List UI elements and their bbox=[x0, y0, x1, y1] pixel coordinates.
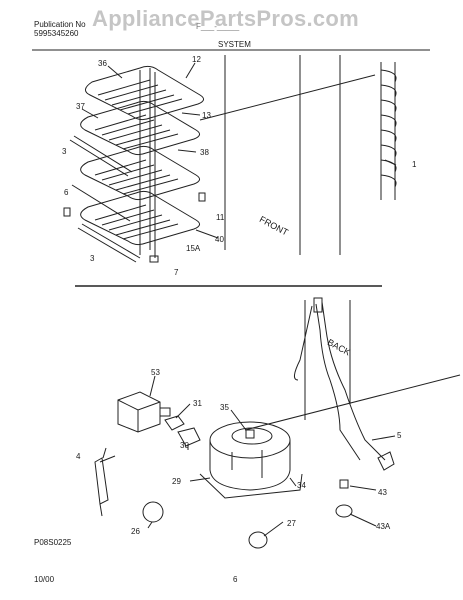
callout-37: 37 bbox=[76, 102, 85, 111]
callout-6: 6 bbox=[64, 188, 69, 197]
callout-3-upper: 3 bbox=[62, 147, 67, 156]
footer-date: 10/00 bbox=[34, 575, 55, 584]
callout-30: 30 bbox=[180, 441, 189, 450]
callout-31: 31 bbox=[193, 399, 202, 408]
callout-40: 40 bbox=[215, 235, 224, 244]
callout-1: 1 bbox=[412, 160, 417, 169]
compressor bbox=[199, 421, 303, 499]
callout-27: 27 bbox=[287, 519, 296, 528]
callout-4: 4 bbox=[76, 452, 81, 461]
callout-43a: 43A bbox=[376, 522, 391, 531]
callout-13: 13 bbox=[202, 111, 211, 120]
callout-12: 12 bbox=[192, 55, 201, 64]
callout-15a: 15A bbox=[186, 244, 201, 253]
callout-3-lower: 3 bbox=[90, 254, 95, 263]
watermark: AppliancePartsPros.com bbox=[92, 6, 360, 31]
callout-36: 36 bbox=[98, 59, 107, 68]
callout-35: 35 bbox=[220, 403, 229, 412]
page-number: 6 bbox=[233, 575, 238, 584]
section-title: SYSTEM bbox=[218, 40, 251, 49]
publication-label: Publication No bbox=[34, 20, 86, 29]
figure-code: P08S0225 bbox=[34, 538, 72, 547]
callout-38: 38 bbox=[200, 148, 209, 157]
callout-5: 5 bbox=[397, 431, 402, 440]
callout-11: 11 bbox=[216, 213, 225, 222]
callout-7: 7 bbox=[174, 268, 179, 277]
model-number: F___-_____ bbox=[196, 22, 240, 31]
callout-26: 26 bbox=[131, 527, 140, 536]
callout-43: 43 bbox=[378, 488, 387, 497]
callout-53: 53 bbox=[151, 368, 160, 377]
publication-number: 5995345260 bbox=[34, 29, 79, 38]
callout-29: 29 bbox=[172, 477, 181, 486]
callout-34: 34 bbox=[297, 481, 306, 490]
evaporator-shelves bbox=[80, 65, 204, 258]
condenser-coil bbox=[380, 62, 397, 200]
